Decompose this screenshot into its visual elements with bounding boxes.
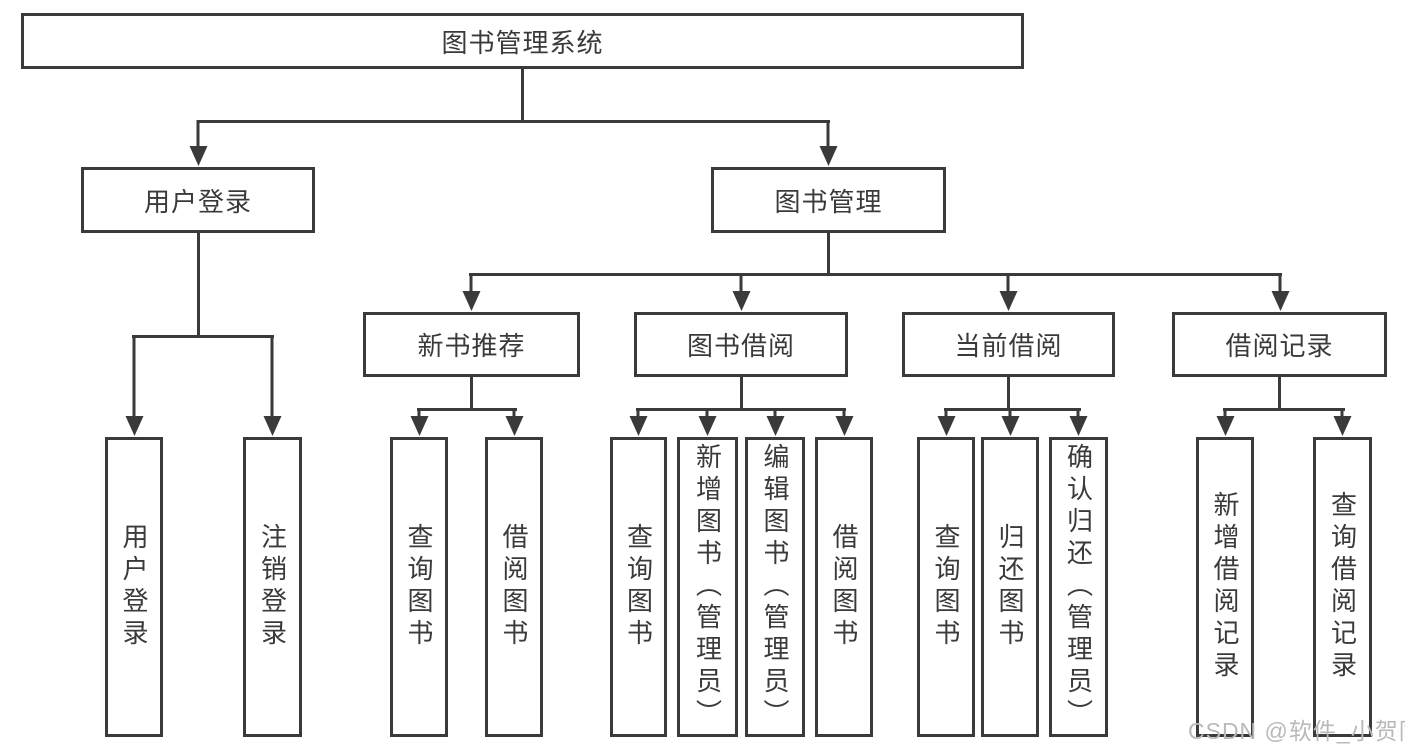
arrow-to-cb-query-books [944,408,948,417]
arrow-to-user-login [196,120,200,147]
arrow-to-book-borrow [739,273,743,292]
arrow-to-leaf-user-login [132,335,136,417]
node-label: 借阅记录 [1225,331,1334,361]
connector-book-management-splitter [469,273,1282,276]
arrow-to-bb-add-books [705,408,709,417]
node-label: 查询图书 [931,523,961,651]
node-label: 新书推荐 [417,331,526,361]
node-cb-query-books: 查询图书 [917,437,975,737]
connector-book-management-stem [827,233,830,273]
connector-user-login-stem [197,233,200,335]
node-leaf-logout: 注销登录 [243,437,302,737]
connector-borrow-record-stem [1278,377,1281,408]
arrow-to-nbr-borrow-books [512,408,516,417]
node-label: 图书管理 [774,186,883,217]
connector-book-borrow-splitter [636,408,846,411]
node-label: 查询借阅记录 [1327,491,1358,683]
node-new-book-recommend: 新书推荐 [363,312,580,377]
arrow-to-borrow-record [1278,273,1282,292]
node-book-borrow: 图书借阅 [634,312,848,377]
node-current-borrow: 当前借阅 [902,312,1115,377]
node-label: 归还图书 [995,523,1025,651]
connector-root-splitter [197,120,830,123]
arrow-to-new-book-recommend [469,273,473,292]
arrow-to-cb-return-books [1008,408,1012,417]
connector-book-borrow-stem [740,377,743,408]
connector-root-stem [521,69,524,120]
node-user-login: 用户登录 [81,167,315,233]
csdn-watermark: CSDN @软件_小贺同学 [1188,718,1405,744]
node-library-management-system: 图书管理系统 [21,13,1024,69]
node-label: 图书借阅 [686,331,795,361]
arrow-to-br-query-record [1340,408,1344,417]
node-book-management: 图书管理 [711,167,946,233]
node-bb-edit-books-admin: 编辑图书（管理员） [745,437,805,737]
arrow-to-leaf-logout [270,335,274,417]
node-label: 当前借阅 [954,331,1063,361]
arrow-to-bb-borrow-books [842,408,846,417]
node-label: 注销登录 [257,523,288,651]
node-label: 借阅图书 [829,523,859,651]
node-nbr-borrow-books: 借阅图书 [485,437,543,737]
node-borrow-record: 借阅记录 [1172,312,1387,377]
connector-new-book-recommend-stem [470,377,473,408]
node-label: 借阅图书 [499,523,529,651]
arrow-to-current-borrow [1006,273,1010,292]
node-label: 用户登录 [143,186,252,217]
node-nbr-query-books: 查询图书 [390,437,448,737]
node-label: 编辑图书（管理员） [760,443,790,731]
node-leaf-user-login: 用户登录 [105,437,163,737]
arrow-to-nbr-query-books [417,408,421,417]
node-label: 图书管理系统 [441,27,604,58]
arrow-to-br-add-record [1223,408,1227,417]
arrow-to-bb-query-books [636,408,640,417]
node-br-query-record: 查询借阅记录 [1313,437,1372,737]
node-cb-return-books: 归还图书 [981,437,1039,737]
connector-user-login-splitter [132,335,274,338]
node-label: 确认归还（管理员） [1063,443,1094,731]
connector-borrow-record-splitter [1223,408,1345,411]
node-bb-borrow-books: 借阅图书 [815,437,873,737]
node-bb-query-books: 查询图书 [610,437,667,737]
node-label: 查询图书 [404,523,434,651]
node-label: 用户登录 [119,523,149,651]
connector-current-borrow-stem [1007,377,1010,408]
node-label: 查询图书 [623,523,654,651]
node-cb-confirm-return-admin: 确认归还（管理员） [1049,437,1108,737]
connector-new-book-recommend-splitter [417,408,517,411]
connector-current-borrow-splitter [944,408,1081,411]
arrow-to-bb-edit-books [773,408,777,417]
arrow-to-cb-confirm-return [1076,408,1080,417]
node-label: 新增借阅记录 [1210,491,1240,683]
arrow-to-book-management [826,120,830,147]
node-bb-add-books-admin: 新增图书（管理员） [677,437,738,737]
node-label: 新增图书（管理员） [692,443,723,731]
node-br-add-record: 新增借阅记录 [1196,437,1254,737]
